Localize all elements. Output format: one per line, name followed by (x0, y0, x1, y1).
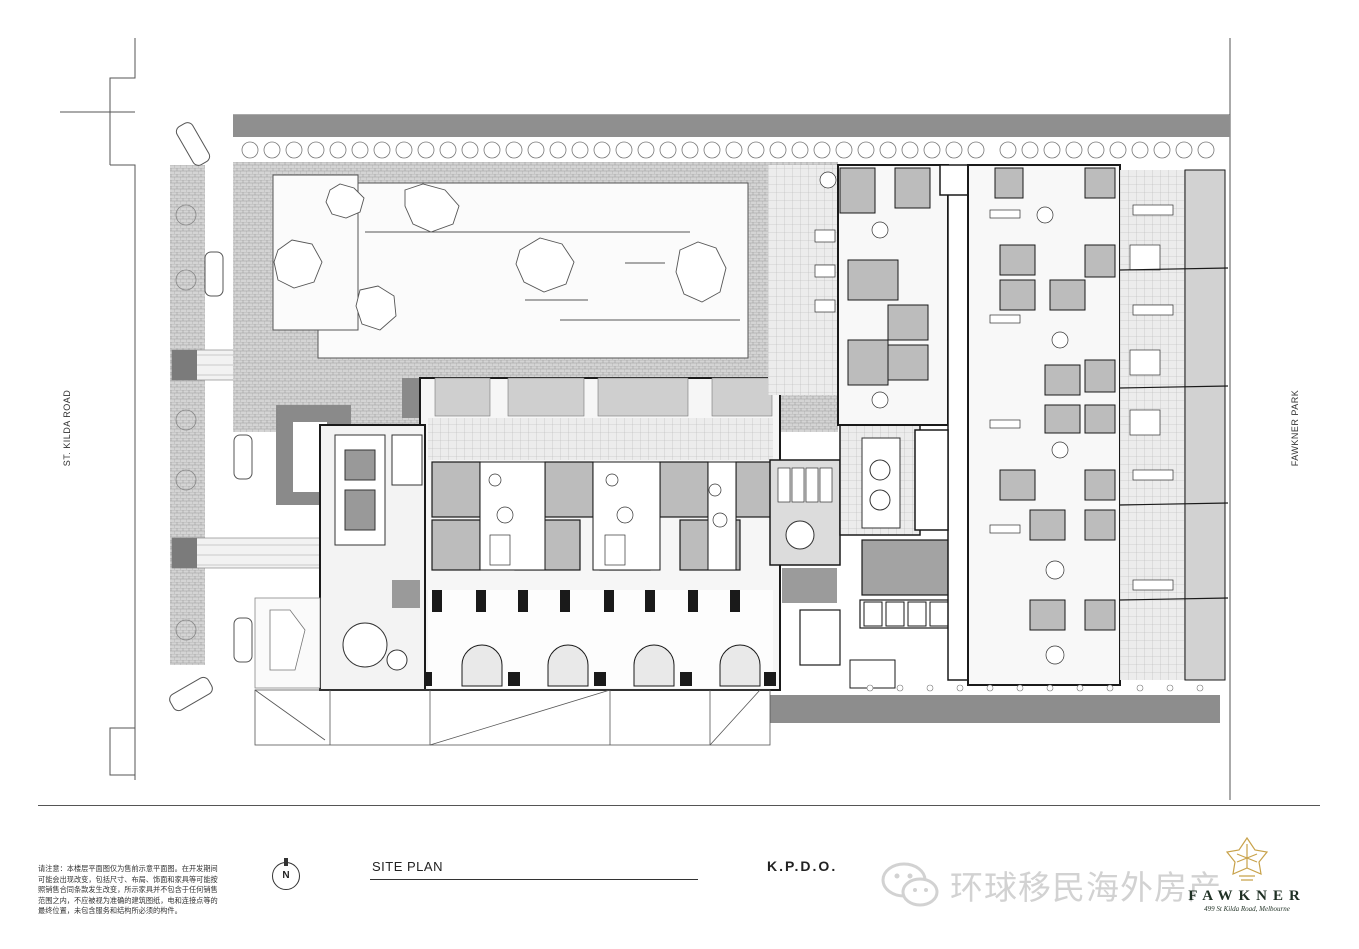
west-garden-units (768, 165, 838, 395)
facade-piers (420, 590, 776, 686)
architect-credit: K.P.D.O. (767, 858, 838, 874)
brand-address: 499 St Kilda Road, Melbourne (1204, 905, 1290, 913)
crossing-south (171, 537, 330, 569)
north-boundary-strip (233, 115, 1230, 137)
courtyard-trees (273, 183, 727, 331)
watermark-text: 环球移民海外房产 (950, 868, 1222, 907)
brand-block: FAWKNER 499 St Kilda Road, Melbourne (1172, 836, 1322, 913)
central-corridor (947, 189, 969, 681)
wechat-icon (881, 862, 939, 907)
east-wing-units (994, 167, 1116, 631)
parked-cars (169, 122, 253, 712)
east-planters (1184, 169, 1226, 681)
fawkner-logo-icon (1225, 836, 1269, 881)
brand-name: FAWKNER (1188, 888, 1306, 904)
driveway (254, 689, 771, 746)
sheet-title-underline (370, 879, 698, 880)
driveway-strip (770, 695, 1220, 723)
median-trees (175, 204, 197, 641)
watermark: 环球移民海外房产 (880, 860, 1222, 910)
terrace-tables (1129, 204, 1174, 591)
north-arrow-icon: N (272, 862, 300, 890)
footer-divider (38, 805, 1320, 806)
street-label-fawkner-park: FAWKNER PARK (1290, 389, 1300, 467)
facade-arches (461, 644, 761, 687)
disclaimer-note: 请注意：本楼层平面图仅为售前示意平面图。在开发期间可能会出现改变，包括尺寸、布局… (38, 864, 218, 915)
unit-furniture (488, 473, 728, 566)
hedge-row (241, 141, 1215, 159)
footpath (170, 165, 205, 665)
sheet-title: SITE PLAN (372, 859, 443, 874)
podium-balconies (434, 377, 773, 417)
street-label-st-kilda-road: ST. KILDA ROAD (62, 389, 72, 467)
